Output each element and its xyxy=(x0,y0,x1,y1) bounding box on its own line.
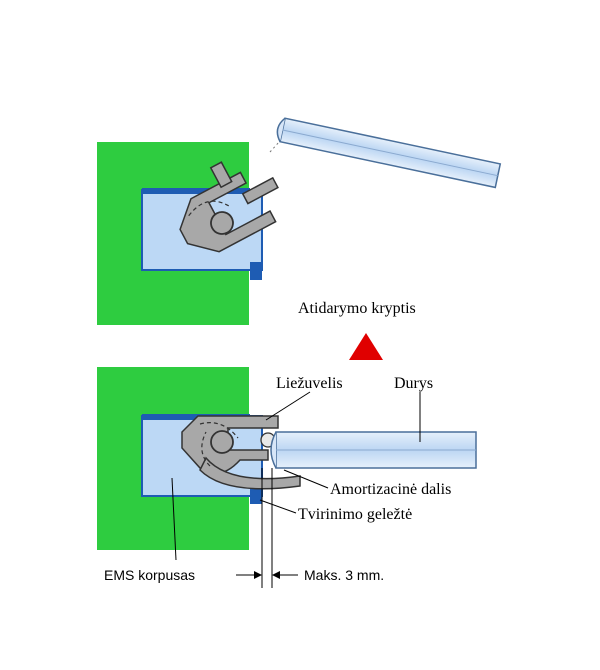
ems-housing-label: EMS korpusas xyxy=(104,567,195,583)
damping-part-label: Amortizacinė dalis xyxy=(330,481,451,498)
bottom-door xyxy=(270,431,477,469)
damping-leader xyxy=(283,469,329,489)
opening-direction-arrow xyxy=(349,333,383,360)
fastening-leader xyxy=(259,499,297,514)
max-gap-label: Maks. 3 mm. xyxy=(304,567,384,583)
gap-dim-arrowhead-right xyxy=(272,571,280,579)
top-fastening-block xyxy=(250,262,262,280)
top-door xyxy=(276,117,502,189)
gap-dim-arrowhead-left xyxy=(254,571,262,579)
top-latch xyxy=(179,161,279,253)
tongue-leader xyxy=(265,391,311,421)
door-label: Durys xyxy=(394,375,433,392)
bottom-assembly xyxy=(97,367,477,588)
fastening-iron-label: Tvirinimo geležtė xyxy=(298,506,412,523)
top-assembly xyxy=(97,117,502,325)
housing-leader xyxy=(171,477,177,561)
tongue-label: Liežuvelis xyxy=(276,375,343,392)
top-blue-strip xyxy=(142,188,250,194)
opening-direction-label: Atidarymo kryptis xyxy=(298,300,416,317)
bottom-latch xyxy=(181,415,301,490)
bottom-fastening-block xyxy=(250,488,262,504)
